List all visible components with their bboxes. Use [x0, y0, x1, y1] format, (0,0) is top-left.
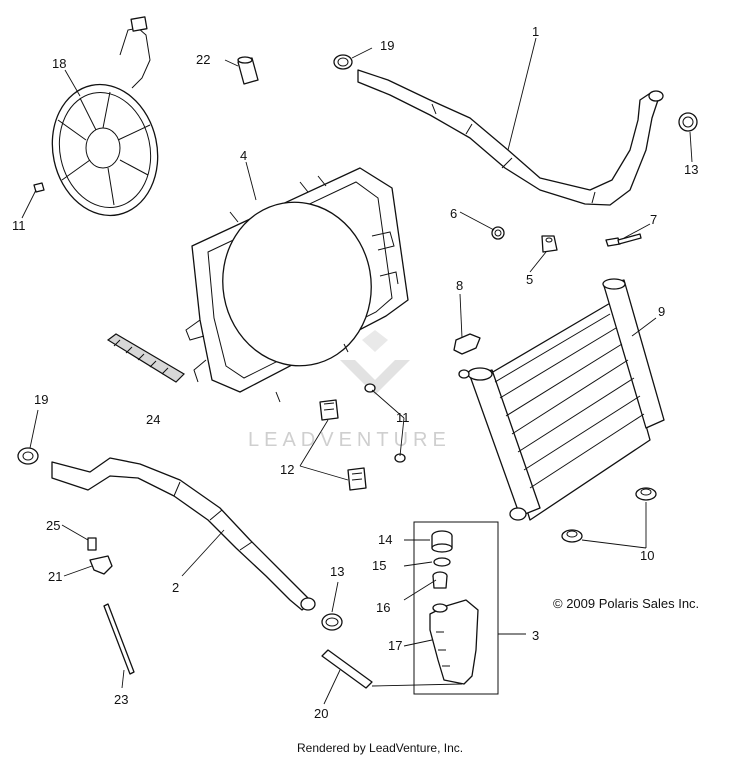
watermark: LEADVENTURE — [248, 330, 451, 451]
hose-clamp-13-upper[interactable] — [678, 112, 698, 132]
hose-clamp-19-upper[interactable] — [333, 54, 353, 70]
callout-25: 25 — [46, 518, 60, 533]
callout-1: 1 — [532, 24, 539, 39]
callout-18: 18 — [52, 56, 66, 71]
grommet-part-10-lower[interactable] — [561, 529, 583, 543]
callout-14: 14 — [378, 532, 392, 547]
clip-part-21[interactable] — [89, 555, 113, 575]
radiator[interactable] — [458, 278, 665, 521]
callout-15: 15 — [372, 558, 386, 573]
bracket-part-12-upper[interactable] — [319, 399, 339, 421]
callout-7: 7 — [650, 212, 657, 227]
bracket-part-8[interactable] — [453, 333, 481, 355]
callout-numbers: 1 2 3 4 5 6 7 8 9 10 11 11 12 13 13 14 1… — [12, 24, 698, 721]
bracket-part-12-lower[interactable] — [347, 467, 367, 491]
rod-part-23[interactable] — [103, 603, 135, 675]
overflow-hose[interactable] — [321, 649, 373, 689]
grommet-part-10-upper[interactable] — [635, 487, 657, 501]
callout-6: 6 — [450, 206, 457, 221]
leader-lines — [21, 37, 693, 705]
callout-12: 12 — [280, 462, 294, 477]
callout-24: 24 — [146, 412, 160, 427]
callout-13-lower: 13 — [330, 564, 344, 579]
callout-16: 16 — [376, 600, 390, 615]
callout-11-left: 11 — [12, 218, 26, 233]
hose-clamp-19-lower[interactable] — [17, 447, 39, 465]
reservoir-assembly-box — [413, 521, 499, 695]
callout-8: 8 — [456, 278, 463, 293]
callout-3: 3 — [532, 628, 539, 643]
cap-seal[interactable] — [433, 557, 451, 567]
screw-part-25[interactable] — [87, 537, 97, 551]
callout-11-center: 11 — [396, 410, 410, 425]
coolant-reservoir[interactable] — [429, 599, 479, 685]
callout-10: 10 — [640, 548, 654, 563]
reservoir-cap[interactable] — [431, 530, 453, 553]
watermark-text: LEADVENTURE — [248, 429, 451, 451]
hose-clamp-13-lower[interactable] — [321, 613, 343, 631]
sleeve-part-22[interactable] — [237, 56, 259, 85]
coolant-hose-lower[interactable] — [51, 457, 316, 611]
callout-22: 22 — [196, 52, 210, 67]
callout-23: 23 — [114, 692, 128, 707]
coolant-hose-upper[interactable] — [357, 69, 664, 206]
cooling-fan[interactable] — [40, 16, 169, 225]
callout-19-upper: 19 — [380, 38, 394, 53]
callout-5: 5 — [526, 272, 533, 287]
bolt-part-11-left[interactable] — [33, 182, 45, 193]
bolt-part-7[interactable] — [605, 233, 642, 247]
callout-2: 2 — [172, 580, 179, 595]
callout-21: 21 — [48, 569, 62, 584]
callout-17: 17 — [388, 638, 402, 653]
callout-13-upper: 13 — [684, 162, 698, 177]
callout-9: 9 — [658, 304, 665, 319]
fan-shroud[interactable] — [185, 167, 409, 403]
copyright-text: © 2009 Polaris Sales Inc. — [553, 596, 699, 611]
callout-20: 20 — [314, 706, 328, 721]
callout-19-lower: 19 — [34, 392, 48, 407]
foam-sleeve[interactable] — [106, 333, 185, 383]
callout-4: 4 — [240, 148, 247, 163]
filler-neck[interactable] — [432, 571, 448, 589]
grommet-part-5[interactable] — [541, 235, 558, 253]
footer-text: Rendered by LeadVenture, Inc. — [297, 741, 463, 755]
nut-part-6[interactable] — [491, 226, 505, 240]
